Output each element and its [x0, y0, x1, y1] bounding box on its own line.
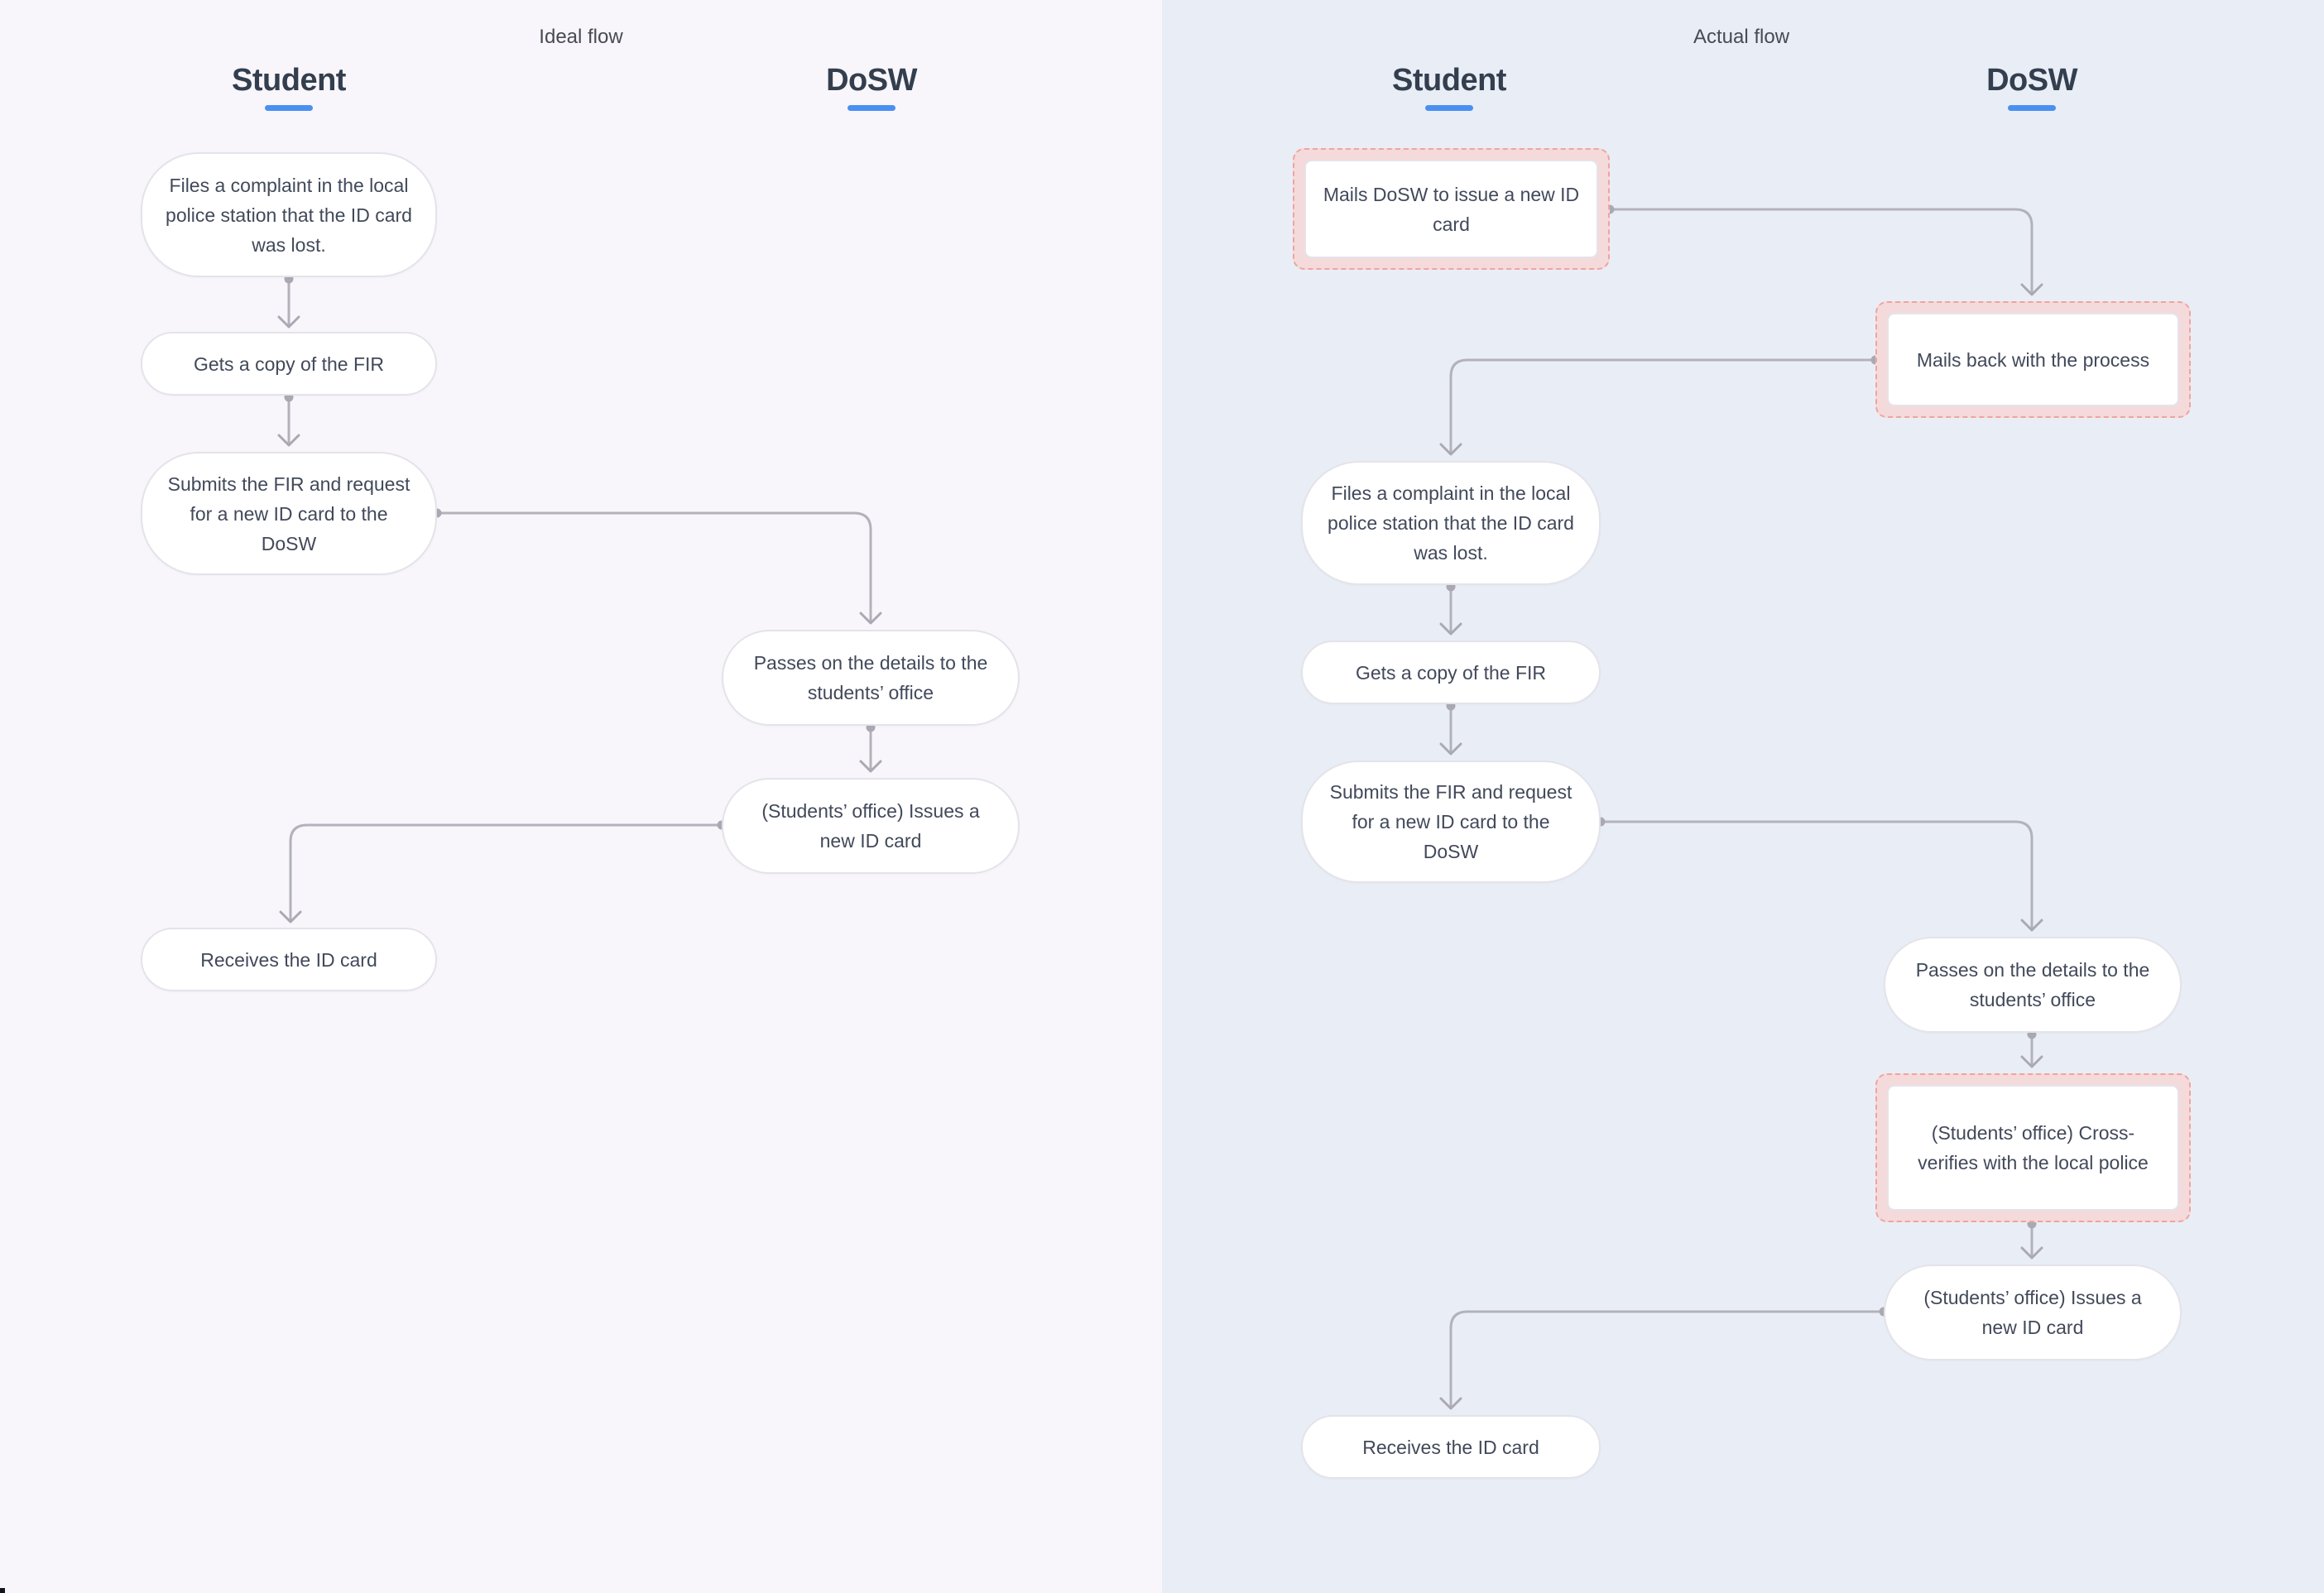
ideal-student-column-header: Student [232, 63, 346, 98]
flow-node-passes-details-actual[interactable]: Passes on the details to the students’ o… [1884, 937, 2182, 1033]
ideal-flow-title: Ideal flow [539, 26, 623, 48]
flow-node-files-complaint-actual[interactable]: Files a complaint in the local police st… [1301, 461, 1601, 585]
actual-dosw-column-header: DoSW [1986, 63, 2077, 98]
flow-node-issues-id-card-actual[interactable]: (Students’ office) Issues a new ID card [1884, 1264, 2182, 1360]
ideal-dosw-column-header: DoSW [826, 63, 917, 98]
alert-node-cross-verifies[interactable]: (Students’ office) Cross-verifies with t… [1875, 1073, 2191, 1222]
flow-node-receives-id-card[interactable]: Receives the ID card [141, 928, 437, 991]
flow-node-gets-fir-copy-actual[interactable]: Gets a copy of the FIR [1301, 641, 1601, 704]
corner-artifact [0, 1588, 5, 1593]
actual-student-header-underline [1425, 105, 1473, 111]
flow-node-submits-fir[interactable]: Submits the FIR and request for a new ID… [141, 452, 437, 575]
actual-flow-title: Actual flow [1693, 26, 1790, 48]
flow-node-issues-id-card[interactable]: (Students’ office) Issues a new ID card [722, 778, 1020, 874]
flow-node-gets-fir-copy[interactable]: Gets a copy of the FIR [141, 332, 437, 396]
ideal-student-header-underline [265, 105, 313, 111]
flow-node-passes-details[interactable]: Passes on the details to the students’ o… [722, 630, 1020, 726]
flow-node-submits-fir-actual[interactable]: Submits the FIR and request for a new ID… [1301, 761, 1601, 883]
alert-node-cross-verifies-label: (Students’ office) Cross-verifies with t… [1887, 1085, 2179, 1211]
actual-student-column-header: Student [1392, 63, 1506, 98]
alert-node-mails-back[interactable]: Mails back with the process [1875, 301, 2191, 418]
flow-node-files-complaint[interactable]: Files a complaint in the local police st… [141, 152, 437, 277]
alert-node-mails-dosw-label: Mails DoSW to issue a new ID card [1304, 160, 1598, 258]
actual-dosw-header-underline [2008, 105, 2056, 111]
flow-node-receives-id-card-actual[interactable]: Receives the ID card [1301, 1415, 1601, 1479]
ideal-dosw-header-underline [847, 105, 896, 111]
alert-node-mails-dosw[interactable]: Mails DoSW to issue a new ID card [1293, 148, 1610, 270]
alert-node-mails-back-label: Mails back with the process [1887, 313, 2179, 406]
